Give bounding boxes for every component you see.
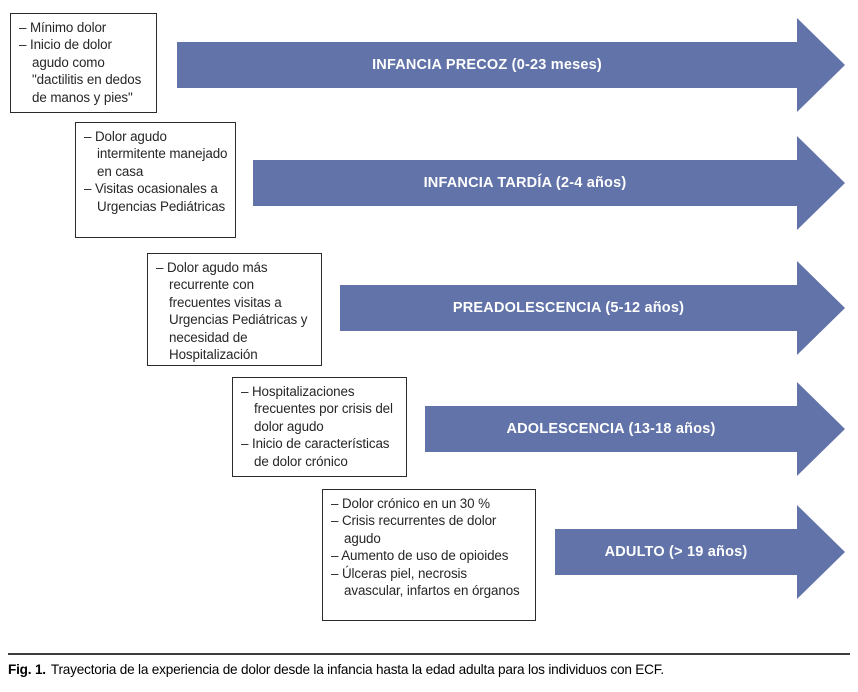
notes-box-preadolescencia: – Dolor agudo más recurrente con frecuen… <box>147 253 322 366</box>
notes-box-infancia-tardia: – Dolor agudo intermitente manejado en c… <box>75 122 236 238</box>
bullet-item: – Inicio de características de dolor cró… <box>241 436 390 469</box>
bullet-item: – Dolor agudo más recurrente con frecuen… <box>156 260 308 363</box>
bullet-item: – Mínimo dolor <box>19 20 107 35</box>
figure-caption-text: Trayectoria de la experiencia de dolor d… <box>50 662 664 677</box>
bullet-item: – Úlceras piel, necrosis avascular, infa… <box>331 565 520 599</box>
notes-box-adolescencia: – Hospitalizaciones frecuentes por crisi… <box>232 377 407 477</box>
stage-arrow-infancia-tardia: INFANCIA TARDÍA (2-4 años) <box>253 136 845 230</box>
stage-arrow-adulto: ADULTO (> 19 años) <box>555 505 845 599</box>
bullet-item: – Visitas ocasionales a Urgencias Pediát… <box>84 181 226 214</box>
bullet-item: – Dolor agudo intermitente manejado en c… <box>84 129 228 179</box>
figure-caption-label: Fig. 1. <box>8 662 46 677</box>
stage-label-preadolescencia: PREADOLESCENCIA (5-12 años) <box>452 300 685 316</box>
stage-label-infancia-precoz: INFANCIA PRECOZ (0-23 meses) <box>372 57 602 73</box>
bullet-item: – Aumento de uso de opioides <box>331 548 509 564</box>
stage-arrow-preadolescencia: PREADOLESCENCIA (5-12 años) <box>340 261 845 355</box>
stage-arrow-adolescencia: ADOLESCENCIA (13-18 años) <box>425 382 845 476</box>
notes-box-adulto: – Dolor crónico en un 30 % – Crisis recur… <box>322 489 536 621</box>
notes-box-infancia-precoz: – Mínimo dolor – Inicio de dolor agudo co… <box>10 13 157 113</box>
stage-label-adolescencia: ADOLESCENCIA (13-18 años) <box>506 421 716 437</box>
bullet-item: – Dolor crónico en un 30 % <box>331 496 490 511</box>
stage-label-adulto: ADULTO (> 19 años) <box>604 544 748 560</box>
stage-arrow-infancia-precoz: INFANCIA PRECOZ (0-23 meses) <box>177 18 845 112</box>
caption-divider <box>8 653 850 655</box>
figure-caption: Fig. 1. Trayectoria de la experiencia de … <box>8 661 850 678</box>
bullet-item: – Hospitalizaciones frecuentes por crisi… <box>241 384 393 434</box>
stage-label-infancia-tardia: INFANCIA TARDÍA (2-4 años) <box>423 175 627 191</box>
bullet-item: – Crisis recurrentes de dolor agudo <box>331 513 497 546</box>
bullet-item: – Inicio de dolor agudo como "dactilitis… <box>19 37 142 105</box>
